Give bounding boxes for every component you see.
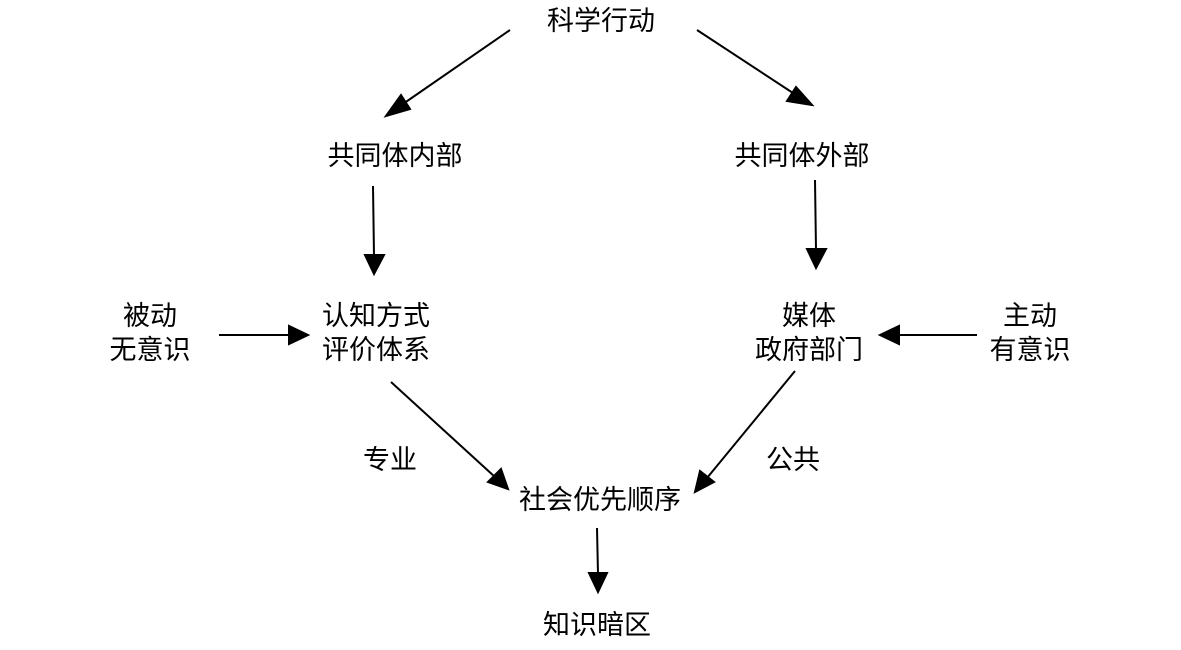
arrow-internal-to-cognition	[363, 185, 386, 277]
node-media-line1: 媒体	[782, 301, 836, 332]
arrow-priority-to-darkzone	[587, 527, 609, 595]
arrow-active-to-media	[877, 324, 977, 346]
node-media-line2: 政府部门	[755, 335, 863, 366]
node-community-external: 共同体外部	[727, 140, 877, 174]
node-social-priority: 社会优先顺序	[510, 484, 690, 518]
node-cognition-line1: 认知方式	[322, 301, 430, 332]
node-community-external-label: 共同体外部	[734, 141, 870, 172]
arrow-action-to-external	[696, 29, 815, 107]
edge-label-public: 公共	[766, 445, 820, 476]
arrow-media-to-priority	[693, 370, 796, 494]
node-active-line1: 主动	[1003, 301, 1057, 332]
node-community-internal: 共同体内部	[320, 140, 470, 174]
node-community-internal-label: 共同体内部	[327, 141, 463, 172]
node-cognition-line2: 评价体系	[322, 335, 430, 366]
node-passive: 被动 无意识	[100, 300, 200, 368]
node-media: 媒体 政府部门	[748, 300, 870, 368]
node-knowledge-dark-zone-label: 知识暗区	[543, 610, 651, 641]
edge-label-professional: 专业	[363, 445, 417, 476]
arrow-external-to-media	[805, 179, 828, 271]
node-passive-line2: 无意识	[109, 335, 191, 366]
arrow-action-to-internal	[383, 29, 511, 118]
node-science-action: 科学行动	[541, 5, 661, 39]
node-social-priority-label: 社会优先顺序	[519, 485, 681, 516]
arrow-passive-to-cognition	[219, 324, 311, 346]
arrow-cognition-to-priority	[390, 381, 510, 491]
node-cognition: 认知方式 评价体系	[315, 300, 437, 368]
node-active-line2: 有意识	[989, 335, 1071, 366]
node-passive-line1: 被动	[123, 301, 177, 332]
node-active: 主动 有意识	[982, 300, 1078, 368]
node-science-action-label: 科学行动	[547, 6, 655, 37]
node-knowledge-dark-zone: 知识暗区	[536, 609, 658, 643]
